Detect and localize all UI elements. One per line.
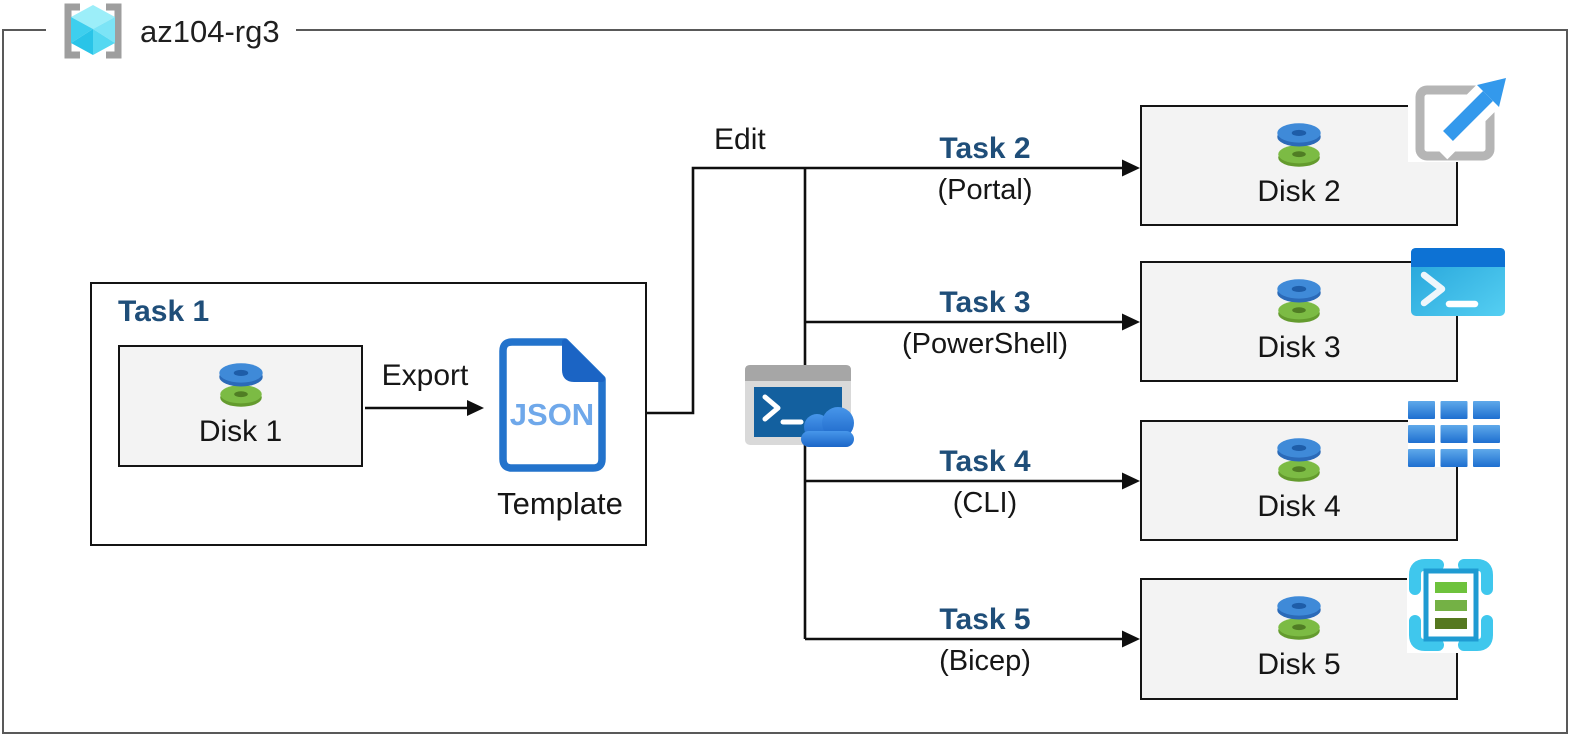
managed-disk-icon <box>210 358 272 414</box>
task2-title: Task 2 <box>939 132 1031 165</box>
export-label: Export <box>381 359 469 392</box>
resource-group-icon <box>46 1 140 61</box>
disk4-box: Disk 4 <box>1140 420 1458 541</box>
export-template-icon <box>1408 62 1514 162</box>
task4-title: Task 4 <box>939 445 1031 478</box>
json-file-text: JSON <box>510 397 594 432</box>
disk-label: Disk 5 <box>1257 648 1341 681</box>
disk-label: Disk 4 <box>1257 490 1341 523</box>
powershell-icon <box>1411 248 1505 316</box>
resource-group-border <box>2 29 1568 734</box>
task3-title: Task 3 <box>939 286 1031 319</box>
cli-grid-icon <box>1408 401 1500 467</box>
template-caption: Template <box>497 486 623 521</box>
task1-title: Task 1 <box>118 295 210 328</box>
disk-label: Disk 3 <box>1257 331 1341 364</box>
task4-method: (CLI) <box>952 487 1018 519</box>
disk-label: Disk 1 <box>198 415 283 448</box>
disk5-box: Disk 5 <box>1140 578 1458 700</box>
task3-method: (PowerShell) <box>902 328 1068 360</box>
task5-title: Task 5 <box>939 603 1031 636</box>
task5-method: (Bicep) <box>939 645 1031 677</box>
bicep-icon <box>1407 557 1495 653</box>
task2-method: (Portal) <box>937 174 1033 206</box>
managed-disk-icon <box>1268 118 1330 174</box>
resource-group-name: az104-rg3 <box>134 12 296 58</box>
cloud-shell-icon <box>745 365 854 447</box>
disk3-box: Disk 3 <box>1140 261 1458 382</box>
disk-label: Disk 2 <box>1257 175 1341 208</box>
disk2-box: Disk 2 <box>1140 105 1458 226</box>
managed-disk-icon <box>1268 591 1330 647</box>
managed-disk-icon <box>1268 274 1330 330</box>
edit-label: Edit <box>714 123 766 156</box>
disk1-box: Disk 1 <box>118 345 363 467</box>
managed-disk-icon <box>1268 433 1330 489</box>
json-file-icon: JSON <box>499 338 606 472</box>
